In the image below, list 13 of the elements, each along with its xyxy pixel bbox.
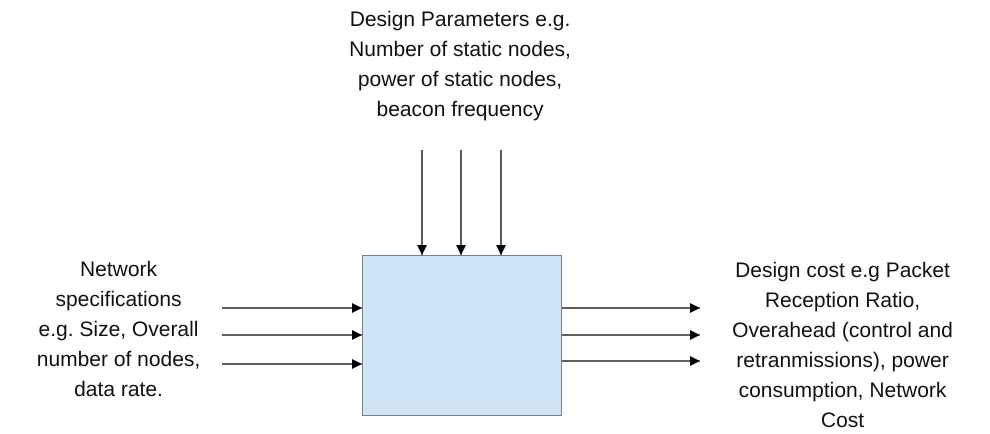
process-box: [362, 255, 562, 416]
arrow: [222, 359, 362, 369]
arrow: [417, 150, 427, 255]
node-text: Network specifications e.g. Size, Overall number of nodes, data rate.: [36, 257, 201, 403]
arrow: [562, 330, 700, 340]
arrow: [562, 303, 700, 313]
arrow: [562, 356, 700, 366]
arrow: [222, 303, 362, 313]
node-text: Design Parameters e.g. Number of static nodes, power of static nodes, beacon frequency: [348, 7, 572, 123]
arrow: [496, 150, 506, 255]
arrow: [222, 330, 362, 340]
arrow: [456, 150, 466, 255]
node-text: Design cost e.g Packet Reception Ratio, Overahead (control and retranmissions), power consumption, Network Cost: [731, 258, 954, 434]
